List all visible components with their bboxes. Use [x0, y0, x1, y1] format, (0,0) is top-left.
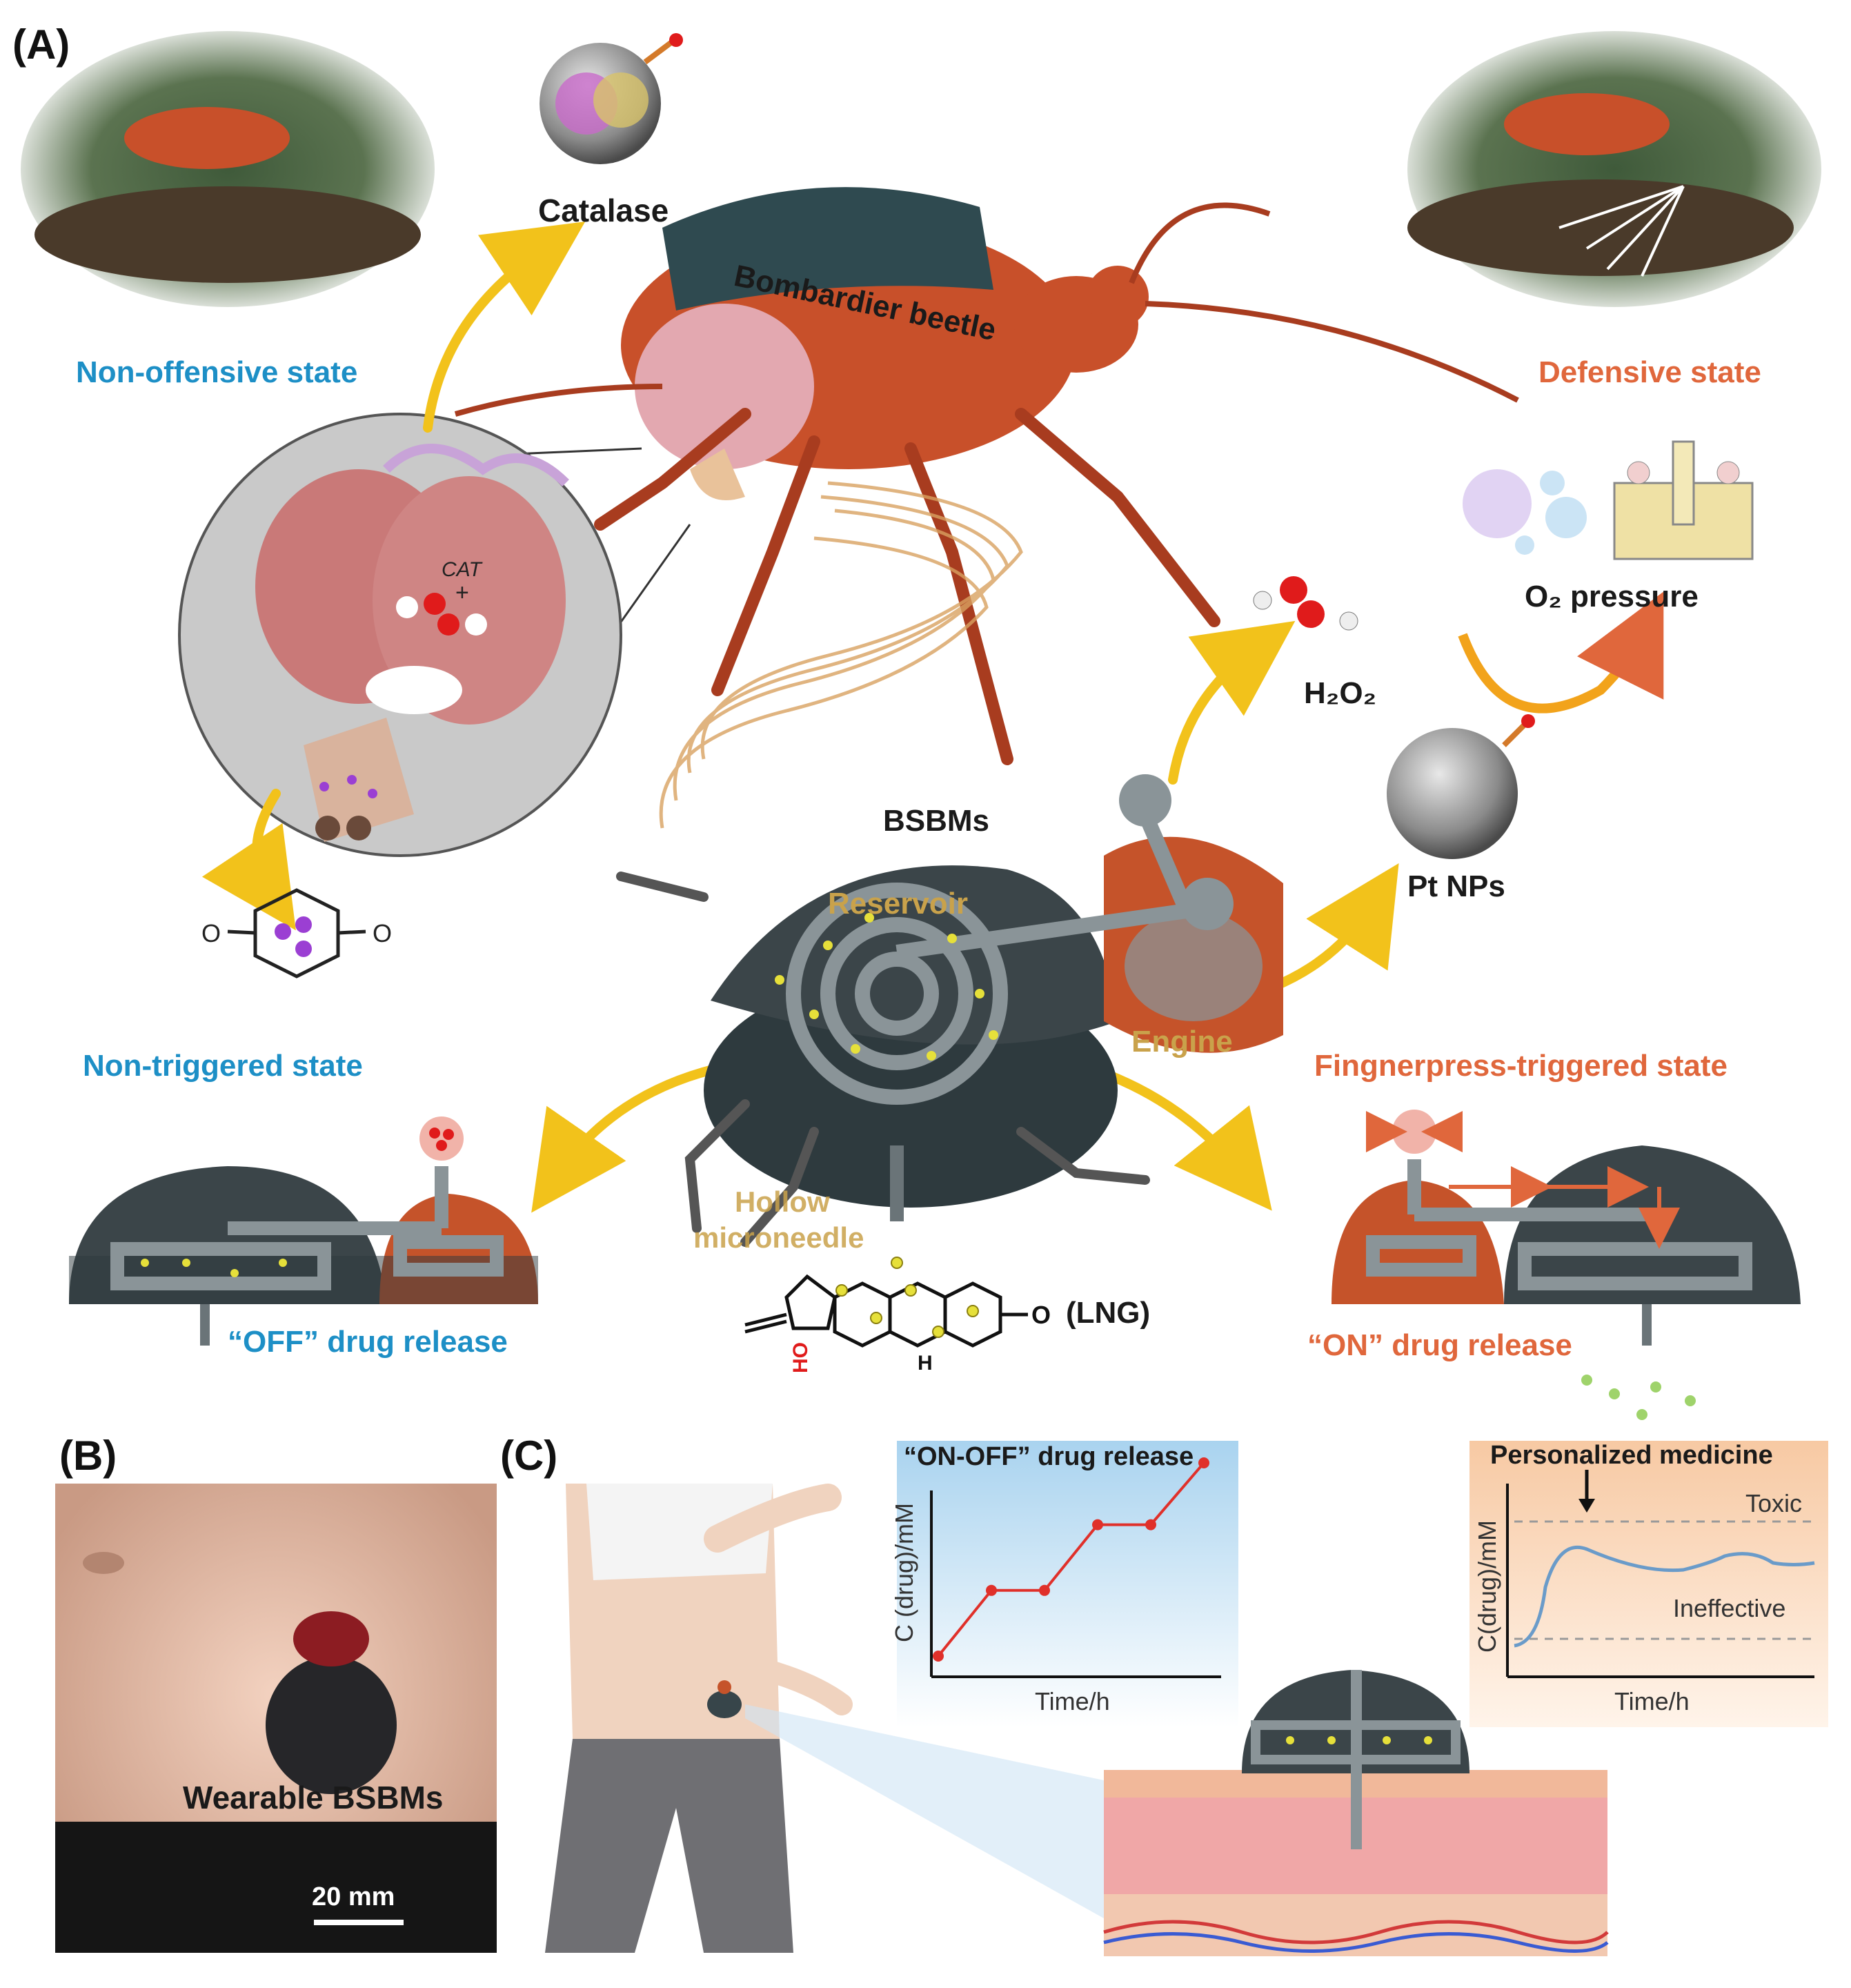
oxygen-bubbles	[1463, 469, 1587, 555]
lng-drug-particles	[835, 1257, 979, 1338]
chart2-title: Personalized medicine	[1490, 1441, 1773, 1470]
pt-nps-label: Pt NPs	[1407, 869, 1505, 903]
chart2-curve	[1514, 1545, 1815, 1648]
beetle-illustration	[454, 187, 1519, 765]
lng-label: (LNG)	[1066, 1296, 1151, 1330]
panel-label-c: (C)	[500, 1433, 558, 1479]
chart1-axes	[930, 1490, 1221, 1678]
toxic-label: Toxic	[1745, 1489, 1803, 1517]
non-triggered-state-label: Non-triggered state	[83, 1049, 363, 1083]
scale-bar	[314, 1920, 404, 1925]
small-beetle-right	[1504, 93, 1670, 155]
device-legs	[616, 872, 1150, 1247]
chart2-background	[1469, 1441, 1828, 1727]
gland-illustration	[255, 444, 569, 842]
hollow-microneedle-label-2: microneedle	[693, 1221, 864, 1254]
chart1-point	[1039, 1584, 1050, 1596]
chart1-point	[933, 1651, 944, 1662]
wearable-bsbms-label: Wearable BSBMs	[183, 1780, 444, 1815]
scale-bar-label: 20 mm	[312, 1882, 395, 1911]
spray-lines	[1558, 185, 1685, 277]
lng-o: O	[1031, 1301, 1051, 1329]
quinone-o-right: O	[373, 919, 392, 947]
small-beetle-left	[124, 107, 290, 169]
ineffective-label: Ineffective	[1673, 1594, 1786, 1622]
engine-label: Engine	[1131, 1025, 1233, 1059]
branch-left	[34, 186, 421, 283]
fingerpress-triggered-state-label: Fingnerpress-triggered state	[1314, 1049, 1728, 1083]
lng-h: H	[918, 1352, 933, 1375]
chart1-point	[986, 1584, 997, 1596]
cat-plus: +	[455, 580, 469, 606]
pressure-vessel	[1613, 440, 1754, 560]
non-offensive-state-label: Non-offensive state	[76, 355, 358, 389]
quinone-o-left: O	[201, 919, 221, 947]
chart2-xlabel: Time/h	[1614, 1687, 1690, 1715]
device-on	[1332, 1110, 1801, 1420]
chart2-ylabel: C(drug)/mM	[1473, 1519, 1501, 1653]
hollow-microneedle-label-1: Hollow	[735, 1185, 830, 1218]
reservoir-label: Reservoir	[828, 887, 969, 921]
on-drug-release-label: “ON” drug release	[1307, 1328, 1572, 1362]
branch-right	[1407, 179, 1794, 276]
woman-figure	[545, 1484, 853, 1953]
panel-label-b: (B)	[59, 1433, 117, 1479]
chart1-point	[1145, 1519, 1156, 1531]
bsbm-device	[704, 774, 1283, 1221]
bsbms-label: BSBMs	[883, 804, 990, 838]
benzoquinone-structure	[227, 888, 366, 978]
panel-label-a: (A)	[12, 21, 70, 68]
lng-structure	[744, 1274, 1028, 1348]
chart2-reference-lines	[1514, 1520, 1811, 1640]
chart1-point	[1198, 1457, 1209, 1468]
defensive-state-label: Defensive state	[1538, 355, 1761, 389]
zoom-beam	[745, 1704, 1104, 1918]
chart1-ylabel: C (drug)/mM	[890, 1502, 918, 1642]
device-off	[69, 1116, 538, 1346]
motion-trail	[659, 481, 1023, 829]
lng-ho: HO	[789, 1342, 812, 1373]
chart2-axes	[1506, 1484, 1814, 1678]
pt-nps-sphere	[1387, 728, 1518, 859]
chart1-plot	[933, 1457, 1209, 1662]
chart1-series-line	[937, 1462, 1205, 1657]
chart1-point	[1092, 1519, 1103, 1531]
o2-pressure-label: O₂ pressure	[1525, 580, 1699, 613]
h2o2-molecule	[1253, 576, 1358, 631]
cat-label: CAT	[442, 558, 483, 581]
wearable-device-photo	[266, 1656, 397, 1794]
catalase-label: Catalase	[538, 193, 669, 228]
h2o2-label: H₂O₂	[1304, 676, 1377, 710]
skin-device	[1242, 1670, 1469, 1849]
chart1-xlabel: Time/h	[1035, 1687, 1110, 1715]
chart1-title: “ON-OFF” drug release	[904, 1442, 1194, 1471]
o2-cycle-arrow	[1458, 591, 1664, 713]
off-drug-release-label: “OFF” drug release	[228, 1325, 508, 1359]
